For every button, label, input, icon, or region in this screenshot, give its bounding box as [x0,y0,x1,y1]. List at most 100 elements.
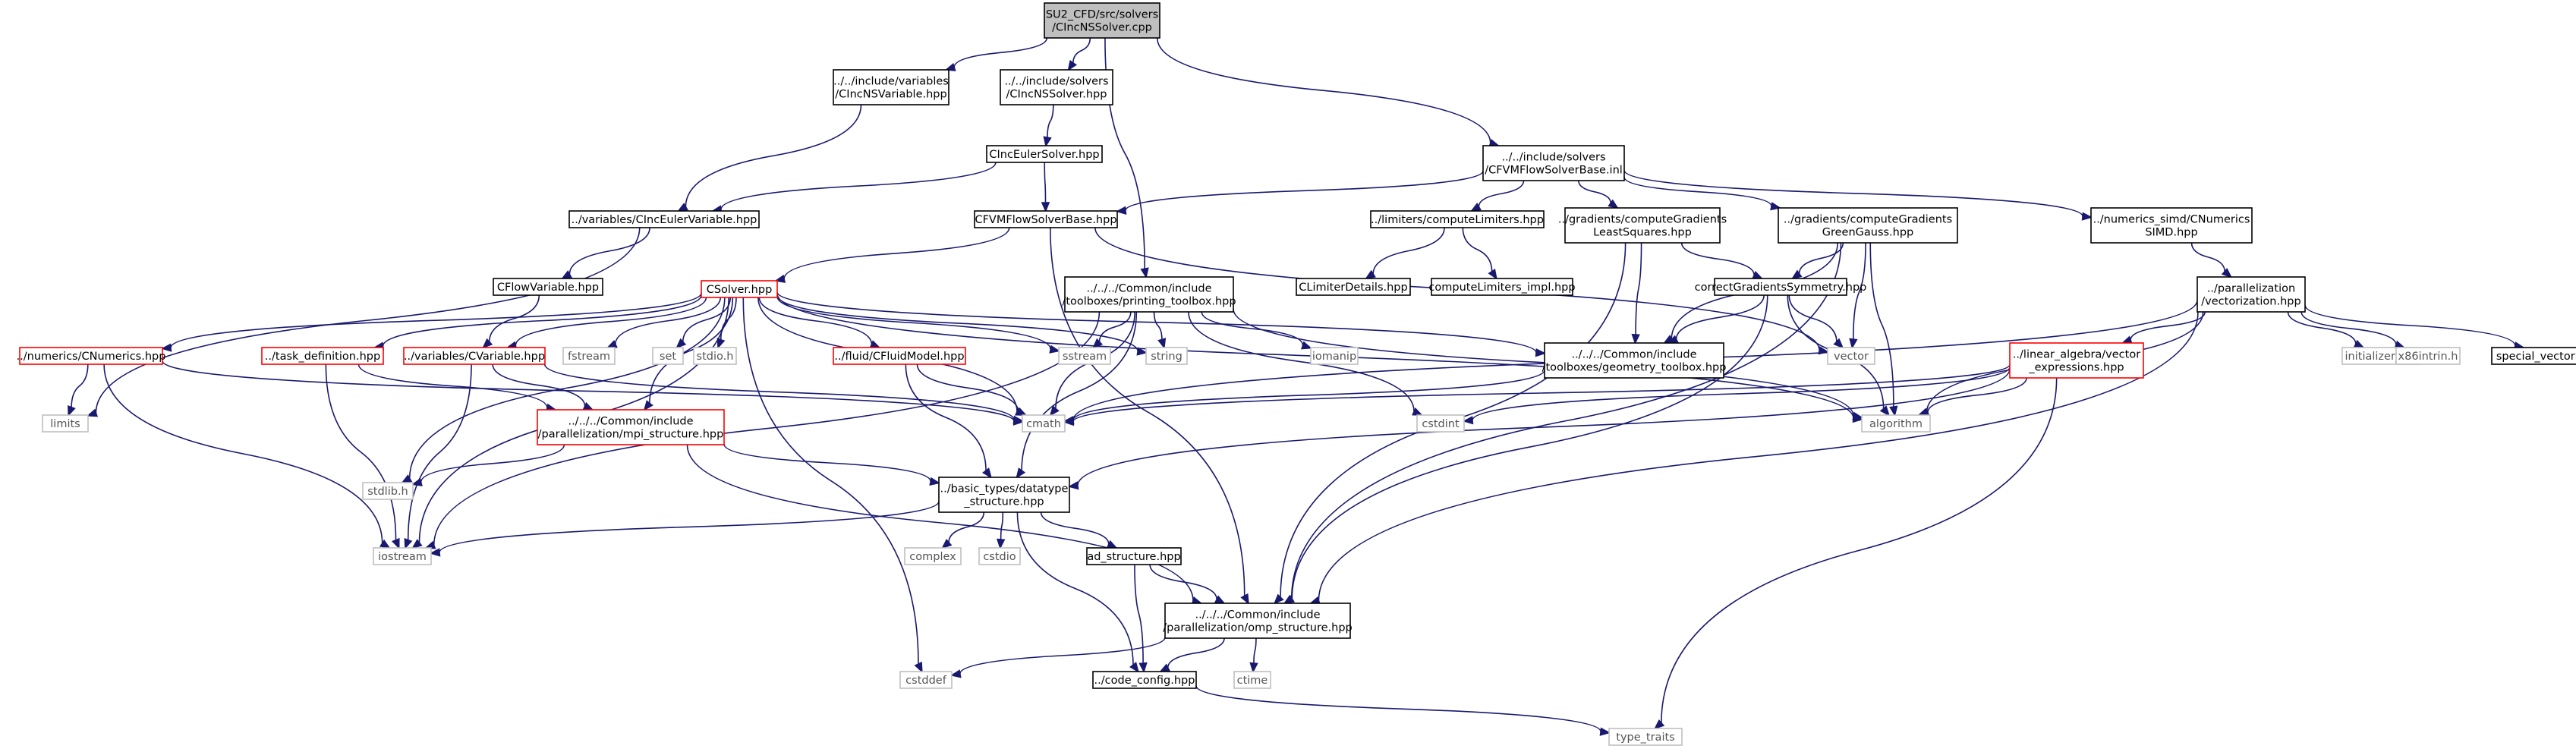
arrowhead [914,661,923,673]
node-ompstructure[interactable]: ../../../Common/include/parallelization/… [1163,603,1353,639]
node-box [261,347,384,365]
node-label: string [1151,351,1183,363]
node-label: LeastSquares.hpp [1593,227,1692,239]
arrowhead [1470,203,1482,212]
arrowhead [716,337,726,349]
edge-line [1680,242,1756,275]
node-box [2395,347,2461,365]
arrowhead [1849,338,1858,350]
node-fvmbaseinl[interactable]: ../../include/solvers/CFVMFlowSolverBase… [1482,145,1625,181]
edge-line [1153,311,1163,340]
node-flowvar[interactable]: CFlowVariable.hpp [493,278,603,296]
node-printing[interactable]: ../../../Common/include/toolboxes/printi… [1062,276,1236,313]
arrowhead [1249,662,1258,674]
node-label: type_traits [1616,732,1674,744]
edge-line [162,360,1015,422]
node-limitersimpl[interactable]: computeLimiters_impl.hpp [1428,278,1576,296]
node-vectorization[interactable]: ../parallelization/vectorization.hpp [2197,276,2306,313]
node-box [701,280,778,298]
node-cvariable[interactable]: ../variables/CVariable.hpp [403,347,546,365]
edge-line [1623,170,2083,217]
node-box [833,347,966,365]
arrowhead [1157,338,1167,350]
arrowhead [1889,405,1898,417]
node-mpistructure[interactable]: ../../../Common/include/parallelization/… [537,409,725,445]
node-box [833,69,949,105]
edge-line [103,363,383,544]
node-fluidmodel[interactable]: ../fluid/CFluidModel.hpp [833,347,966,365]
arrowhead [677,203,688,212]
arrowhead [1365,269,1376,280]
node-label: _structure.hpp [963,496,1044,508]
edge-line [959,637,1166,675]
edge-line [1047,104,1054,138]
node-inceulervar[interactable]: ../variables/CIncEulerVariable.hpp [568,210,760,228]
arrowhead [1115,206,1127,215]
node-label: x86intrin.h [2398,351,2458,363]
edge-csolver-to-fluidmodel [758,297,881,348]
edge-line [1578,180,1611,203]
edge-line [1291,294,1768,599]
node-greengauss[interactable]: ../gradients/computeGradientsGreenGauss.… [1778,207,1958,244]
edge-line [1623,177,1772,207]
node-label: ../../../Common/include [1571,349,1696,361]
edge-cvariable-to-iostream [404,363,472,549]
node-leastsquares[interactable]: ../gradients/computeGradientsLeastSquare… [1558,207,1727,244]
edge-fvmbase-to-csolver [774,227,1010,283]
arrowhead [429,548,441,557]
edge-line [1149,564,1217,600]
edge-line [325,363,397,540]
node-limiterdetails[interactable]: CLimiterDetails.hpp [1296,278,1411,296]
edge-datatype-to-complex [941,511,985,549]
arrowhead [1462,416,1474,425]
node-label: ../fluid/CFluidModel.hpp [834,351,964,363]
edge-printing-to-iomanip [1201,311,1313,350]
node-specialvec[interactable]: special_vectorization.hpp [2491,347,2576,365]
node-computelimiters[interactable]: ../limiters/computeLimiters.hpp [1370,210,1545,228]
edge-mpistructure-to-datatype [723,444,941,486]
node-label: stdio.h [697,351,734,363]
edge-linalg-to-cstdint [1462,367,2011,425]
node-fvmbase[interactable]: CFVMFlowSolverBase.hpp [974,210,1118,228]
node-incnssolver[interactable]: ../../include/solvers/CIncNSSolver.hpp [1000,69,1113,105]
node-label: ../../include/variables [833,76,949,88]
arrowhead [982,467,992,479]
node-datatype[interactable]: ../basic_types/datatype_structure.hpp [938,477,1070,513]
node-taskdef[interactable]: ../task_definition.hpp [261,347,384,365]
node-box [537,409,725,445]
node-inceulersolver[interactable]: CIncEulerSolver.hpp [986,145,1103,163]
node-label: /CFVMFlowSolverBase.inl [1485,165,1623,177]
node-box [2491,347,2576,365]
edge-line [758,297,873,345]
node-linalg[interactable]: ../linear_algebra/vector_expressions.hpp [2009,342,2144,379]
edge-line [2300,311,2397,345]
node-root[interactable]: SU2_CFD/src/solvers/CIncNSSolver.cpp [1044,2,1160,39]
arrowhead [1043,136,1052,148]
edge-line [776,294,1138,352]
node-label: cmath [1026,418,1061,430]
edge-line [2130,311,2206,341]
node-correctgrad[interactable]: correctGradientsSymmetry.hpp [1695,278,1867,296]
node-incnsvar[interactable]: ../../include/variables/CIncNSVariable.h… [833,69,949,105]
node-box [1022,414,1066,433]
arrowhead [482,338,493,349]
arrowhead [1140,267,1149,279]
arrowhead [675,338,687,349]
node-adstructure[interactable]: ad_structure.hpp [1086,547,1182,565]
node-cnumerics[interactable]: ../numerics/CNumerics.hpp [17,347,166,365]
edge-inceulersolver-to-inceulervar [710,162,997,214]
edge-fvmbase-to-ompstructure [1050,227,1249,605]
node-box [1861,414,1931,433]
node-box [693,347,737,365]
edge-line [776,291,1537,353]
node-csolver[interactable]: CSolver.hpp [701,280,778,298]
node-label: ../code_config.hpp [1094,675,1195,687]
node-geometry[interactable]: ../../../Common/include/toolboxes/geomet… [1542,342,1727,379]
node-box [403,347,546,365]
node-codeconfig[interactable]: ../code_config.hpp [1092,671,1197,689]
edge-line [1675,294,1765,340]
node-box [1714,278,1847,296]
arrowhead [949,669,962,678]
edge-line [1853,242,1866,340]
